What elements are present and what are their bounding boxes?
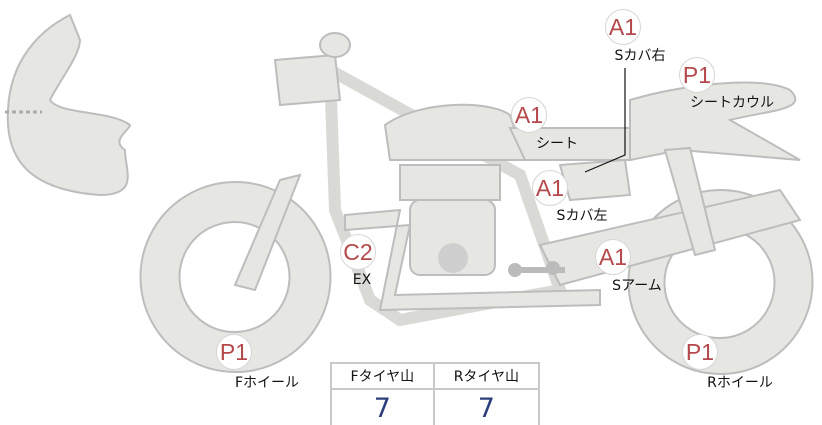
frame [323,59,568,327]
engine [399,164,501,201]
grade-badge-rear-wheel: P1 [682,334,718,370]
front-cowl [6,13,132,197]
label-rear-wheel: Rホイール [707,375,773,391]
label-s-cover-right: Sカバ右 [614,48,666,64]
grade-badge-front-wheel: P1 [216,334,252,370]
grade-badge-exhaust: C2 [340,234,376,270]
tire-tread-table: Fタイヤ山 Rタイヤ山 7 7 [330,362,541,425]
mirror [319,32,351,58]
front-tire-value: 7 [330,388,435,425]
front-wheel [139,181,332,373]
tank [383,103,527,161]
exhaust-pipe [344,208,601,312]
rear-tire-header: Rタイヤ山 [432,362,541,390]
grade-badge-s-cover-left: A1 [532,170,568,206]
headlight [273,53,342,107]
front-tire-header: Fタイヤ山 [330,362,435,390]
grade-badge-seat: A1 [511,97,547,133]
grade-badge-s-cover-right: A1 [605,9,641,45]
label-exhaust: EX [352,272,372,288]
leader-line [584,68,626,173]
side-cover [558,158,632,202]
label-swing-arm: Sアーム [612,278,662,294]
label-s-cover-left: Sカバ左 [556,208,608,224]
rear-shock [663,146,717,257]
grade-badge-seat-cowl: P1 [679,57,715,93]
rear-tire-value: 7 [432,388,541,425]
label-front-wheel: Fホイール [234,375,300,391]
label-seat-cowl: シートカウル [690,95,774,111]
label-seat: シート [536,136,578,152]
fork [233,173,302,292]
grade-badge-swing-arm: A1 [595,239,631,275]
